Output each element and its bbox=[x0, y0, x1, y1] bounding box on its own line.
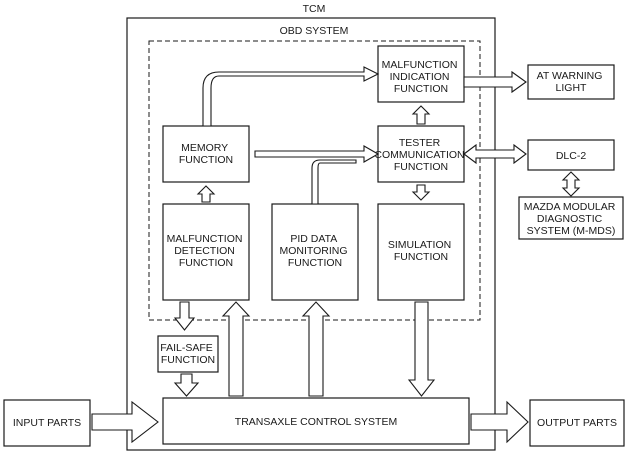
obd-system-frame bbox=[148, 40, 481, 321]
tcm-frame bbox=[126, 17, 496, 451]
pid-data-monitoring-label: PID DATA MONITORING FUNCTION bbox=[280, 233, 351, 269]
memory-to-tester-arrow bbox=[254, 145, 380, 163]
simulation-label: SIMULATION FUNCTION bbox=[388, 239, 454, 263]
simulation-box bbox=[377, 203, 465, 301]
transaxle-to-pid-arrow bbox=[301, 301, 331, 397]
transaxle-control-box bbox=[162, 397, 470, 445]
malfunction-indication-box bbox=[377, 45, 465, 103]
mazda-modular-box bbox=[518, 196, 624, 240]
failsafe-to-transaxle-arrow bbox=[173, 373, 200, 397]
detection-to-memory-arrow bbox=[196, 185, 216, 203]
at-warning-light-box bbox=[527, 64, 615, 100]
tester-dlc2-arrow bbox=[463, 143, 527, 165]
transaxle-to-output-arrow bbox=[470, 400, 529, 444]
malfunction-indication-label: MALFUNCTION INDICATION FUNCTION bbox=[382, 59, 461, 95]
at-warning-light-label: AT WARNING LIGHT bbox=[537, 70, 606, 94]
malfunction-detection-box bbox=[162, 203, 250, 301]
dlc2-box bbox=[527, 139, 615, 171]
tester-to-indication-arrow bbox=[411, 105, 431, 125]
tcm-label: TCM bbox=[303, 3, 326, 15]
tester-to-simulation-arrow bbox=[411, 184, 431, 201]
malfunction-detection-label: MALFUNCTION DETECTION FUNCTION bbox=[167, 233, 246, 269]
output-parts-box bbox=[529, 399, 625, 447]
dlc2-mmds-arrow bbox=[561, 171, 581, 197]
transaxle-to-detection-arrow bbox=[221, 301, 251, 397]
memory-to-indication-arrow bbox=[202, 66, 380, 127]
tester-communication-label: TESTER COMMUNICATION FUNCTION bbox=[374, 137, 467, 173]
fail-safe-box bbox=[157, 335, 219, 373]
simulation-to-transaxle-arrow bbox=[407, 301, 436, 397]
mazda-modular-label: MAZDA MODULAR DIAGNOSTIC SYSTEM (M-MDS) bbox=[524, 201, 619, 237]
indication-to-warning-arrow bbox=[463, 70, 527, 94]
transaxle-control-label: TRANSAXLE CONTROL SYSTEM bbox=[235, 416, 397, 428]
dlc2-label: DLC-2 bbox=[556, 150, 587, 162]
detection-to-failsafe-arrow bbox=[173, 301, 196, 331]
memory-function-box bbox=[162, 125, 250, 183]
memory-function-label: MEMORY FUNCTION bbox=[179, 142, 233, 166]
output-parts-label: OUTPUT PARTS bbox=[537, 417, 617, 429]
tester-communication-box bbox=[377, 125, 465, 183]
obd-system-label: OBD SYSTEM bbox=[280, 25, 349, 37]
input-parts-label: INPUT PARTS bbox=[13, 417, 81, 429]
pid-to-tester-arrow bbox=[311, 159, 357, 205]
input-parts-box bbox=[3, 399, 91, 447]
input-to-transaxle-arrow bbox=[91, 400, 159, 444]
fail-safe-label: FAIL-SAFE FUNCTION bbox=[160, 342, 215, 366]
